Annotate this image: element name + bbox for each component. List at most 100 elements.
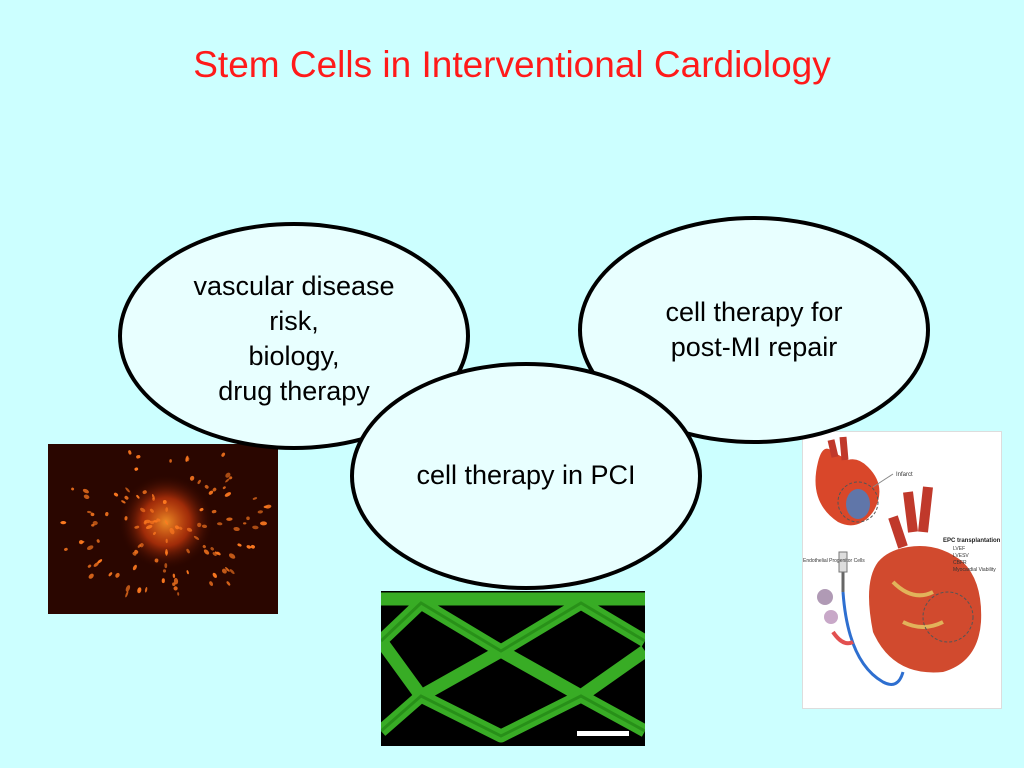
cell-dot — [144, 587, 148, 593]
cell-dot — [137, 544, 141, 548]
cell-dot — [173, 577, 179, 585]
cell-dot — [226, 517, 233, 521]
cell-dot — [153, 531, 156, 536]
cell-dot — [162, 569, 167, 573]
cell-dot — [152, 497, 155, 501]
cell-dot — [134, 467, 139, 471]
infarct-label: Infarct — [896, 472, 913, 478]
cell-dot — [165, 507, 169, 512]
cell-dot — [203, 549, 210, 555]
cell-dot — [201, 524, 208, 529]
cell-dot — [212, 572, 218, 579]
cell-dot — [153, 520, 158, 523]
cell-dot — [233, 526, 240, 532]
cell-dot — [217, 522, 223, 526]
topic-vascular-disease: vascular disease risk, biology, drug the… — [118, 222, 470, 450]
cell-dot — [96, 539, 100, 543]
cell-dot — [252, 497, 258, 500]
cell-dot — [186, 570, 189, 575]
cell-dot — [88, 573, 94, 579]
cell-dot — [243, 522, 247, 525]
cell-dot — [173, 586, 178, 591]
cell-dot — [165, 538, 168, 544]
cell-dot — [246, 516, 250, 521]
large-heart-icon — [869, 486, 982, 673]
cell-dot — [202, 545, 206, 549]
small-heart-icon — [815, 436, 894, 526]
outcome-item: LVESV — [953, 553, 969, 559]
cell-dot — [263, 505, 268, 509]
topic-post-mi-repair-text: cell therapy for post-MI repair — [665, 296, 843, 362]
cell-dot — [185, 455, 189, 462]
cell-dot — [246, 545, 252, 549]
cell-dot — [149, 508, 154, 513]
cell-dot — [87, 510, 92, 514]
cell-dot — [140, 507, 146, 513]
cell-dot — [124, 495, 129, 500]
cell-dot — [128, 450, 132, 455]
cell-dot — [105, 512, 109, 517]
cell-dot — [225, 566, 230, 572]
cell-dot — [139, 543, 144, 548]
cell-dot — [93, 562, 99, 567]
endothelial-progenitor-label: Endothelial Progenitor Cells — [803, 558, 865, 564]
cell-dot — [172, 573, 176, 578]
epc-transplantation-label: EPC transplantation — [943, 538, 1001, 544]
cell-dot — [161, 578, 165, 584]
cell-dot — [250, 544, 255, 549]
cell-dot — [260, 521, 267, 526]
cell-dot — [132, 564, 137, 571]
cell-dot — [145, 524, 153, 530]
cell-dot — [257, 510, 263, 514]
cell-dot — [211, 509, 217, 514]
cell-dot — [228, 553, 236, 559]
cell-dot — [212, 552, 217, 556]
cell-dot — [189, 475, 195, 481]
cell-dot — [221, 452, 226, 457]
cell-dot — [64, 547, 68, 551]
cell-dot — [115, 572, 120, 578]
cell-dot — [237, 543, 242, 547]
cell-dot — [90, 512, 95, 517]
cell-dot — [137, 587, 142, 594]
cell-dot — [224, 492, 232, 497]
cell-dot — [150, 520, 155, 525]
outcome-item: CBFR — [953, 560, 967, 566]
cell-dot — [134, 525, 140, 529]
cell-dot — [124, 516, 128, 521]
cell-dot — [87, 564, 92, 568]
cell-dot — [186, 548, 190, 554]
cell-dot — [229, 476, 233, 480]
cell-dot — [80, 540, 85, 544]
cell-dot — [125, 487, 130, 493]
outcome-item: LVEF — [953, 546, 965, 552]
cell-dot — [121, 500, 126, 504]
cell-colony-graphic — [48, 444, 278, 614]
stent-mesh-image — [381, 591, 645, 746]
cell-dot — [162, 500, 167, 504]
cell-dot — [86, 545, 94, 550]
cell-dot — [60, 521, 67, 525]
cell-dot — [177, 592, 180, 596]
stent-mesh-graphic — [381, 591, 645, 746]
cell-dot — [221, 568, 227, 574]
cell-dot — [204, 485, 209, 489]
cell-dot — [208, 490, 214, 495]
cell-dot — [169, 459, 172, 463]
cell-dot — [216, 551, 221, 556]
topic-cell-therapy-pci-text: cell therapy in PCI — [416, 460, 636, 491]
cell-dot — [92, 520, 98, 526]
topic-cell-therapy-pci: cell therapy in PCI — [350, 362, 702, 590]
cell-dot — [164, 520, 169, 525]
cell-dot — [71, 487, 75, 491]
cell-dot — [125, 585, 131, 592]
outcome-item: Myocardial Viability — [953, 567, 996, 573]
cell-dot — [193, 535, 200, 540]
cell-dot — [83, 494, 90, 500]
cell-dot — [113, 492, 119, 497]
cell-dot — [226, 581, 231, 586]
cell-dot — [82, 488, 89, 494]
cell-dot — [143, 521, 147, 525]
